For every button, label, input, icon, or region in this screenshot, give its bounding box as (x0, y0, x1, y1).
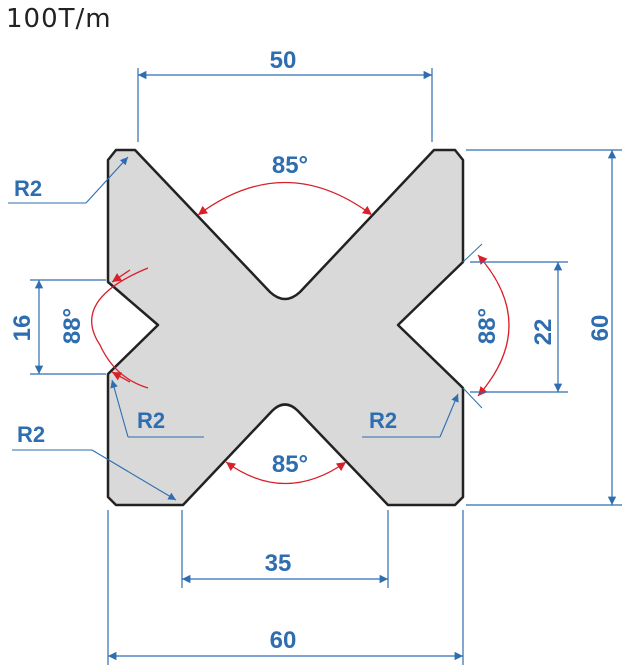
bottom-angle-arc (225, 461, 347, 485)
left-opening-label: 16 (9, 315, 36, 342)
radius-leader-bottom-left (12, 449, 177, 501)
die-rating-title: 100T/m (6, 4, 112, 34)
right-opening-dimension (470, 261, 568, 393)
radius-label-mid-right: R2 (369, 408, 397, 433)
bottom-angle-label: 85° (272, 451, 308, 478)
right-opening-label: 22 (530, 319, 557, 346)
radius-leader-mid-left (110, 379, 204, 438)
right-angle-arc (477, 254, 510, 397)
left-angle-label: 88° (59, 308, 86, 344)
top-angle-label: 85° (272, 152, 308, 179)
radius-label-mid-left: R2 (137, 408, 165, 433)
left-angle-arc (91, 267, 149, 389)
right-angle-extension-lines (462, 243, 483, 409)
radius-leader-top-left (8, 156, 129, 204)
overall-height-dimension (466, 149, 622, 506)
bottom-opening-label: 35 (265, 550, 292, 577)
die-body-shape (106, 148, 465, 507)
left-opening-dimension (30, 279, 106, 375)
bottom-opening-dimension (181, 510, 389, 588)
top-width-label: 50 (270, 47, 297, 74)
top-angle-arc (197, 181, 373, 216)
overall-height-label: 60 (587, 315, 614, 342)
overall-width-dimension (107, 510, 464, 665)
radius-label-top-left: R2 (14, 176, 42, 201)
radius-label-bottom-left: R2 (17, 422, 45, 447)
right-angle-label: 88° (474, 308, 501, 344)
radius-leader-mid-right (362, 393, 459, 438)
top-width-dimension (137, 68, 433, 142)
overall-width-label: 60 (270, 627, 297, 654)
